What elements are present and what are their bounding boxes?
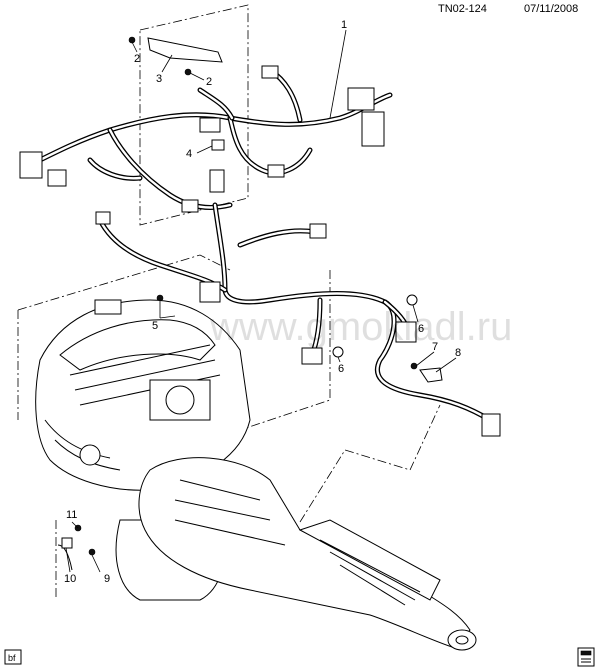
connector-left-1 (19, 151, 43, 179)
figure-date: 07/11/2008 (524, 3, 578, 15)
output-shaft (455, 635, 469, 645)
connector-center-3 (209, 169, 225, 193)
transmission-frame (299, 404, 441, 523)
ground-strap-10 (57, 544, 73, 571)
leader-5b (159, 315, 176, 319)
relay-block (211, 139, 225, 151)
connector-left-2 (47, 169, 67, 187)
callout-4: 4 (186, 148, 192, 160)
tailshaft-fins (319, 539, 421, 606)
corner-tag: bf (8, 653, 16, 663)
transmission (138, 457, 477, 651)
leader-3 (161, 54, 173, 73)
leader-7 (415, 351, 435, 367)
connector-lower-1 (181, 199, 199, 213)
callout-3: 3 (156, 73, 162, 85)
leader-9 (91, 554, 101, 573)
engine-cap (94, 299, 122, 315)
connector-o2 (395, 321, 417, 343)
connector-lower-right (309, 223, 327, 239)
connector-right-2 (361, 111, 385, 147)
grommet-6a (406, 294, 418, 306)
bolt-7 (410, 362, 418, 370)
connector-lower-left (95, 211, 111, 225)
leader-lines (65, 29, 457, 573)
leader-8 (435, 357, 457, 373)
connector-right-1 (347, 87, 375, 111)
transmission-case (138, 457, 471, 649)
callout-6-upper: 6 (418, 323, 424, 335)
callout-6-lower: 6 (338, 363, 344, 375)
callout-8: 8 (455, 347, 461, 359)
harness-clip (199, 281, 221, 303)
book-index-icon (577, 647, 595, 667)
connector-center-2 (267, 164, 285, 178)
detail-frames (17, 4, 441, 600)
leader-10 (65, 547, 71, 573)
leader-11 (71, 521, 79, 529)
callout-2-upper: 2 (134, 53, 140, 65)
leader-6b (337, 356, 341, 363)
figure-id: TN02-124 (438, 3, 487, 15)
transmission-ribs (174, 479, 286, 546)
strap-terminal (61, 537, 73, 549)
bolt-9 (88, 548, 96, 556)
callout-1: 1 (341, 19, 347, 31)
harness-bracket (147, 37, 223, 63)
bolt-upper-1 (128, 36, 136, 44)
pulley (79, 444, 101, 466)
callout-5: 5 (152, 320, 158, 332)
connector-drop (301, 347, 323, 365)
throttle-bore (165, 385, 195, 415)
leader-1 (329, 29, 347, 119)
connector-top (261, 65, 279, 79)
engine (35, 299, 251, 601)
intake-manifold (59, 319, 216, 371)
tailshaft-housing (298, 519, 441, 601)
upper-detail-frame (139, 4, 249, 226)
upper-harness (19, 65, 393, 213)
watermark: www.gmokladl.ru (209, 305, 512, 349)
leader-2b (189, 72, 205, 81)
harness-frame-top (17, 254, 231, 311)
pencil-note-icon (4, 649, 22, 665)
callout-11: 11 (66, 509, 77, 521)
connector-trans (481, 413, 501, 437)
callout-9: 9 (104, 573, 110, 585)
callout-2-lower: 2 (206, 76, 212, 88)
bolt-upper-2 (184, 68, 192, 76)
leader-2a (131, 41, 138, 53)
callout-10: 10 (64, 573, 76, 585)
lower-harness (95, 202, 501, 437)
callout-7: 7 (432, 341, 438, 353)
leader-4 (196, 145, 213, 154)
connector-center-1 (199, 117, 221, 133)
leader-6a (412, 304, 419, 323)
